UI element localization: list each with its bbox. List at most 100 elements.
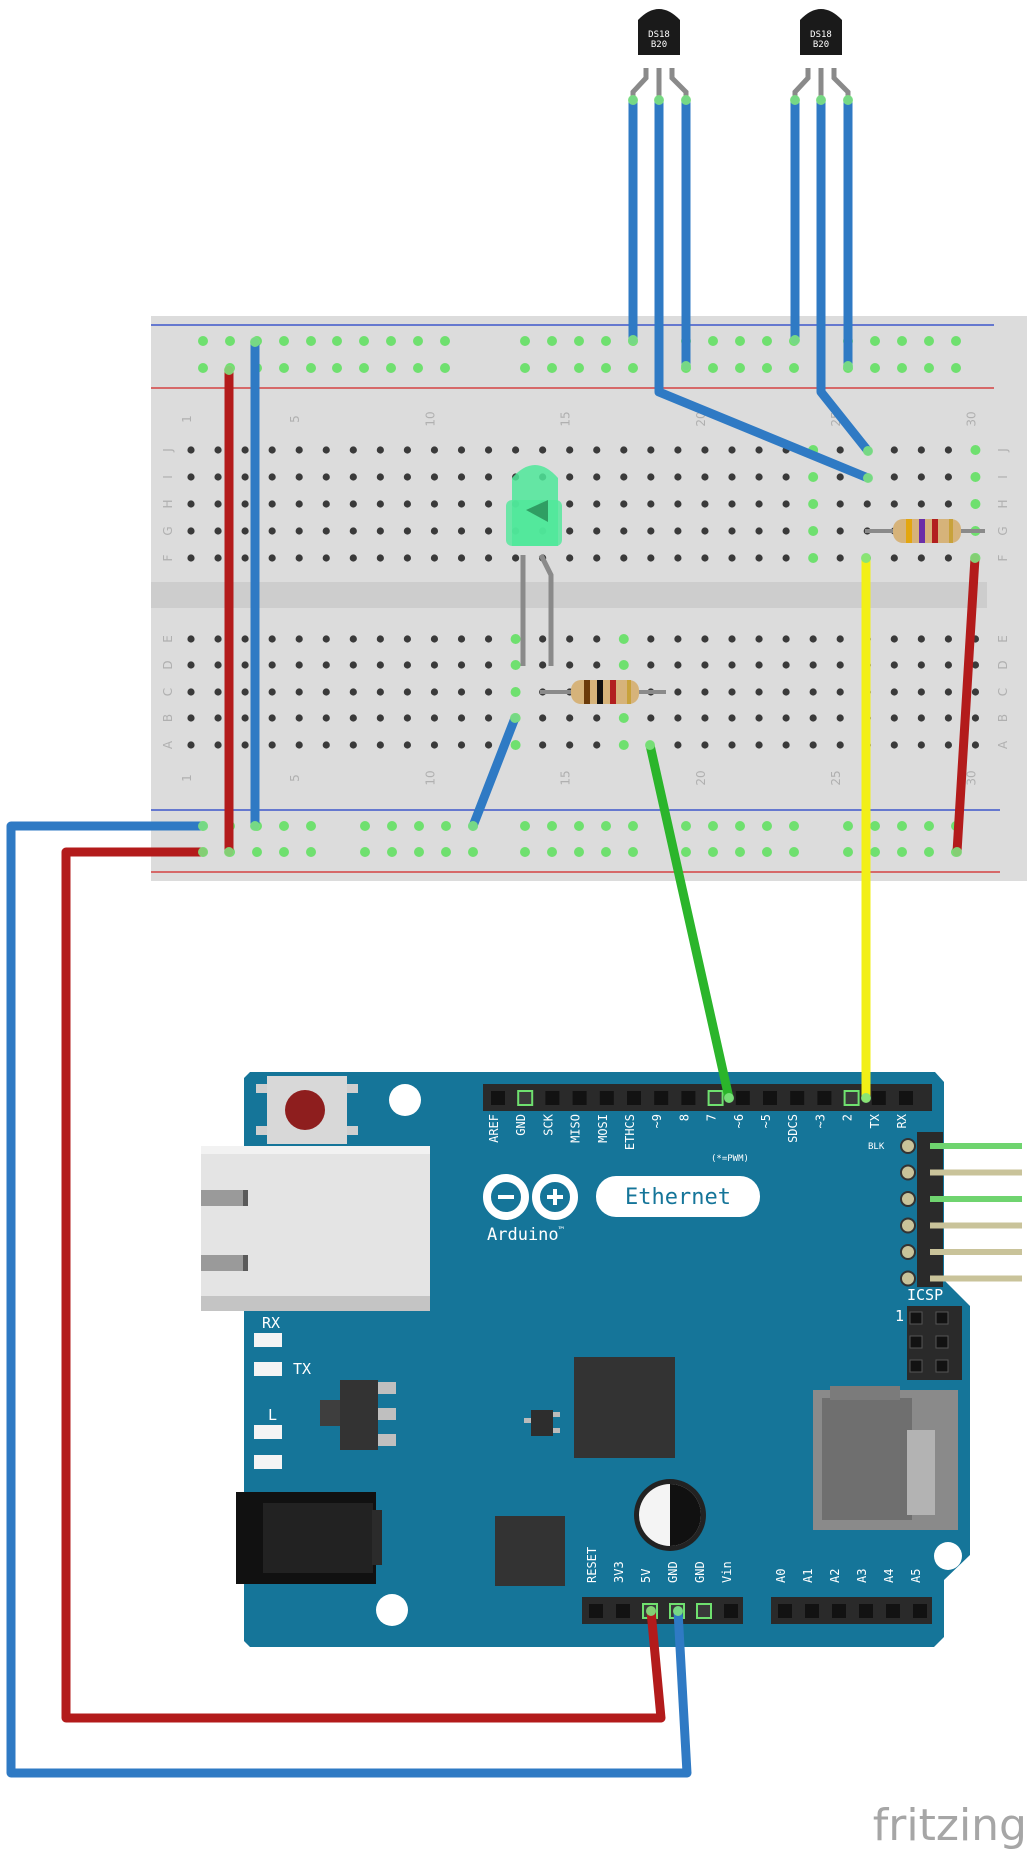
header-pin[interactable] (832, 1604, 846, 1618)
breadboard-hole (917, 714, 925, 722)
arduino-ethernet-board: RX TX L (201, 1072, 1022, 1647)
rail-hole (924, 821, 934, 831)
breadboard-hole (566, 635, 574, 643)
header-pin-label: A5 (909, 1569, 923, 1583)
icsp-pin[interactable] (935, 1335, 949, 1349)
breadboard-hole (593, 714, 601, 722)
ftdi-pin[interactable] (900, 1270, 916, 1287)
breadboard-hole (782, 714, 790, 722)
breadboard-hole (890, 500, 898, 508)
breadboard-hole (187, 500, 195, 508)
breadboard-hole (322, 446, 330, 454)
icsp-pin[interactable] (909, 1335, 923, 1349)
header-pin[interactable] (545, 1091, 560, 1105)
header-pin[interactable] (778, 1604, 792, 1618)
rail-hole (547, 336, 557, 346)
header-pin[interactable] (843, 1090, 860, 1106)
header-pin[interactable] (681, 1091, 696, 1105)
header-pin[interactable] (707, 1090, 724, 1106)
ftdi-pin[interactable] (900, 1217, 916, 1234)
header-pin[interactable] (517, 1090, 534, 1106)
wire-5v[interactable] (61, 847, 666, 1723)
ftdi-pin[interactable] (900, 1164, 916, 1181)
regulator-pin (378, 1434, 396, 1446)
header-pin-label: 2 (841, 1114, 855, 1121)
header-pin[interactable] (572, 1091, 587, 1105)
wire-endpoints (198, 95, 980, 1616)
icsp-pin[interactable] (935, 1359, 949, 1373)
header-pin[interactable] (627, 1091, 641, 1105)
breadboard-hole (890, 635, 898, 643)
rail-hole (897, 363, 907, 373)
wire-led-pin7[interactable] (645, 740, 734, 1103)
rail-hole (520, 847, 530, 857)
breadboard-hole (674, 554, 682, 562)
header-pin[interactable] (913, 1604, 927, 1618)
header-pin-label: ~6 (732, 1114, 746, 1128)
breadboard-hole (566, 741, 574, 749)
header-pin[interactable] (790, 1091, 805, 1105)
rail-hole (252, 847, 262, 857)
breadboard-hole (944, 473, 953, 481)
breadboard-hole (917, 635, 925, 643)
icsp-pin[interactable] (935, 1311, 949, 1325)
breadboard-hole (457, 554, 466, 562)
header-pin[interactable] (735, 1091, 750, 1105)
breadboard-hole (241, 688, 249, 696)
header-pin[interactable] (871, 1091, 886, 1105)
header-pin[interactable] (599, 1091, 614, 1105)
rail-hole (762, 363, 772, 373)
wire-sensor1-data[interactable] (654, 95, 873, 483)
icsp-pin[interactable] (909, 1359, 923, 1373)
wire-led-ground[interactable] (468, 713, 520, 831)
rail-hole (574, 821, 584, 831)
header-pin[interactable] (654, 1091, 669, 1105)
breadboard-hole (430, 661, 439, 669)
rail-hole (574, 847, 584, 857)
header-pin[interactable] (817, 1091, 832, 1105)
breadboard-hole (457, 446, 466, 454)
breadboard-hole (647, 446, 655, 454)
ftdi-pin[interactable] (900, 1244, 916, 1260)
breadboard-hole (917, 741, 925, 749)
dc-power-jack (236, 1492, 382, 1584)
ethernet-led-slot-2 (201, 1255, 243, 1271)
transistor-pin (553, 1428, 560, 1433)
breadboard-hole (322, 741, 330, 749)
header-pin[interactable] (886, 1604, 900, 1618)
wire-pullup-power[interactable] (952, 553, 980, 857)
wire-gnd[interactable] (6, 821, 692, 1778)
breadboard-hole (890, 741, 898, 749)
ftdi-pin[interactable] (900, 1138, 916, 1154)
breadboard-hole (214, 473, 222, 481)
header-pin[interactable] (805, 1604, 819, 1618)
header-pin-label: SCK (541, 1113, 555, 1135)
breadboard-hole (970, 472, 981, 482)
icsp-pin[interactable] (909, 1311, 923, 1325)
ftdi-pin[interactable] (900, 1191, 916, 1207)
rail-hole (708, 363, 718, 373)
wire-sensor2-data[interactable] (816, 95, 873, 456)
header-pin[interactable] (696, 1603, 712, 1619)
reset-button[interactable] (256, 1076, 358, 1144)
rail-hole (735, 336, 745, 346)
breadboard-row-letter: I (161, 475, 175, 479)
header-pin[interactable] (589, 1604, 603, 1618)
header-pin[interactable] (616, 1604, 630, 1618)
breadboard-holes (187, 336, 981, 857)
header-pin[interactable] (763, 1091, 777, 1105)
breadboard-hole (618, 740, 629, 750)
header-pin[interactable] (724, 1604, 738, 1618)
breadboard-hole (214, 714, 222, 722)
header-pin[interactable] (491, 1091, 505, 1105)
rail-hole (735, 821, 745, 831)
breadboard-hole (970, 445, 981, 455)
rail-hole (735, 847, 745, 857)
rail-hole (789, 847, 799, 857)
breadboard-column-number: 15 (559, 411, 573, 426)
header-pin[interactable] (859, 1604, 873, 1618)
rail-hole (951, 363, 961, 373)
header-pin-label: 3V3 (612, 1561, 626, 1583)
header-pin[interactable] (899, 1091, 913, 1105)
